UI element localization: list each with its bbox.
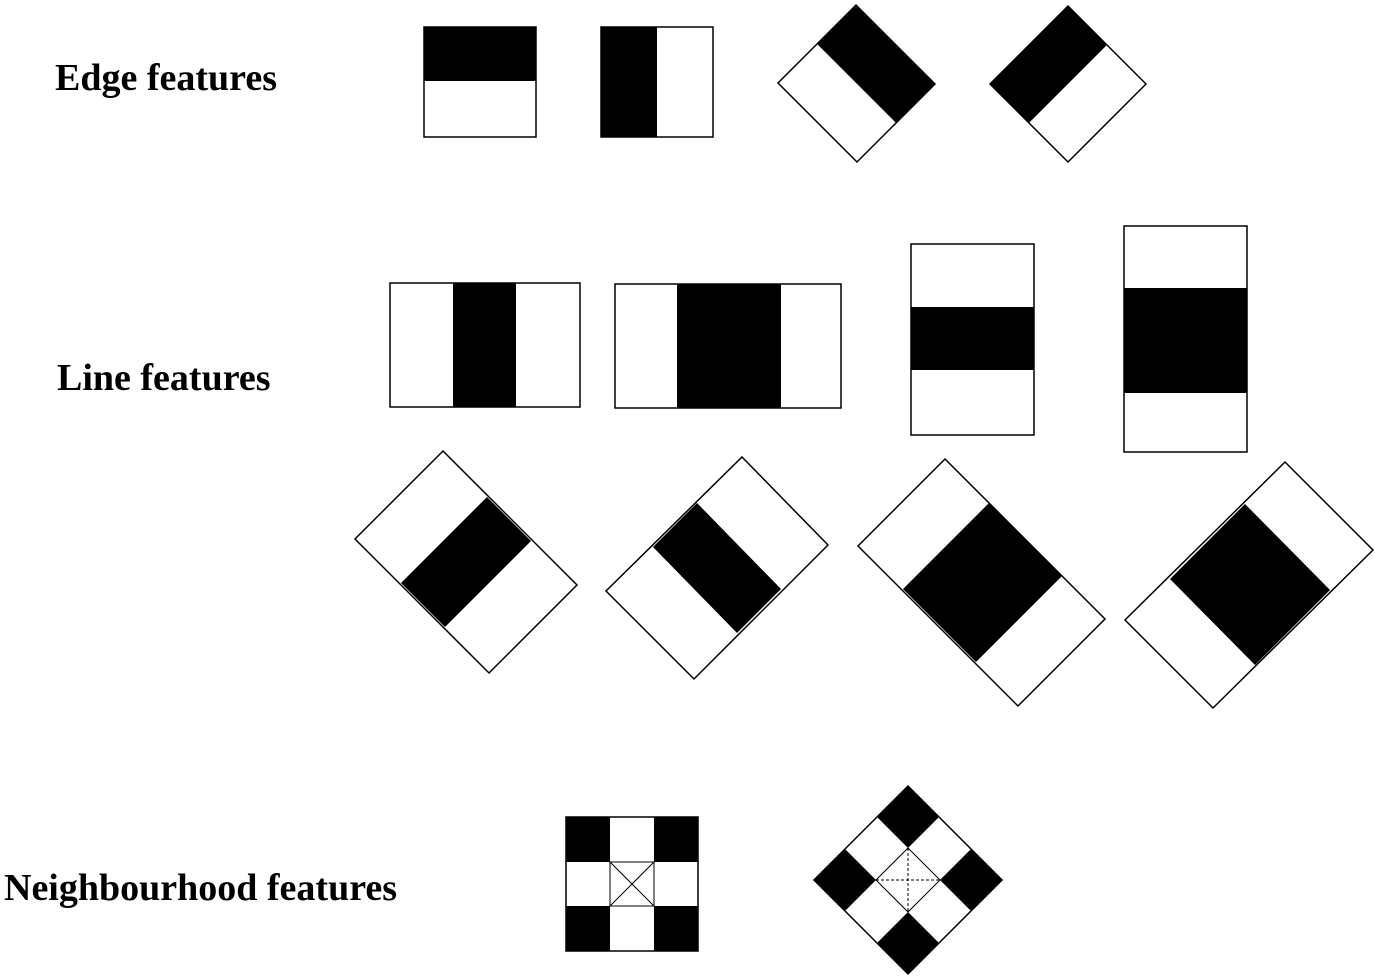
edge-feature-diagonal-right	[776, 3, 937, 164]
line-feature-diagonal-wide-right	[856, 457, 1107, 708]
edge-features-label: Edge features	[55, 57, 277, 99]
line-features-label: Line features	[57, 357, 271, 399]
line-feature-vertical-wide	[614, 283, 842, 409]
neighbourhood-features-label: Neighbourhood features	[4, 867, 397, 909]
neighbourhood-feature-square	[565, 816, 699, 952]
edge-feature-diagonal-left	[988, 4, 1148, 164]
edge-feature-horizontal	[423, 26, 537, 138]
line-feature-diagonal-thin-left	[604, 455, 830, 681]
edge-feature-vertical	[600, 26, 714, 138]
line-feature-diagonal-thin-right	[353, 449, 579, 675]
neighbourhood-feature-diamond	[812, 784, 1004, 976]
line-feature-diagonal-wide-left	[1123, 460, 1375, 710]
line-feature-vertical-thin	[389, 282, 581, 408]
line-feature-horizontal-wide	[1123, 225, 1248, 453]
line-feature-horizontal-thin	[910, 243, 1035, 436]
